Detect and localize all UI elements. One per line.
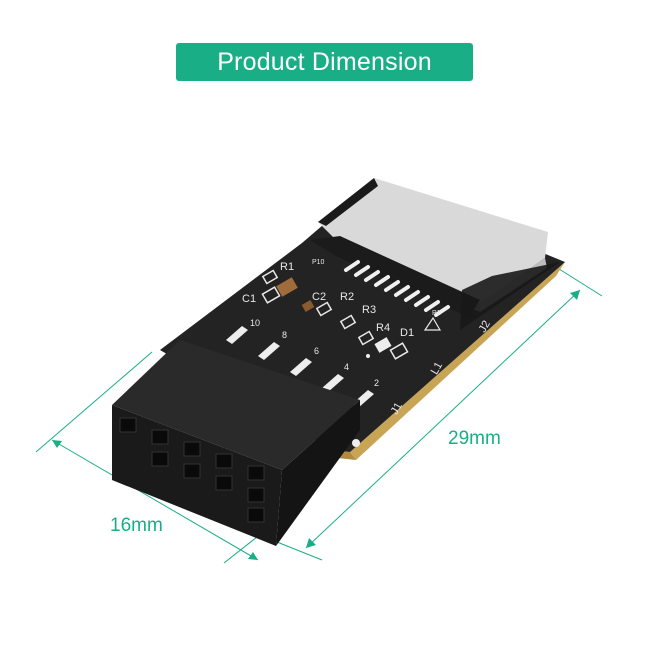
length-dimension-label: 29mm bbox=[448, 428, 501, 449]
smd-components bbox=[261, 269, 409, 447]
pin1-triangle-icon bbox=[423, 316, 442, 331]
label-p10: P10 bbox=[312, 259, 325, 266]
label-r3: R3 bbox=[362, 304, 376, 316]
arrow-head-icon bbox=[306, 538, 316, 548]
page-title: Product Dimension bbox=[217, 47, 432, 76]
label-l1: L1 bbox=[429, 360, 446, 377]
label-r2: R2 bbox=[340, 291, 354, 303]
label-pin-4: 4 bbox=[344, 362, 349, 372]
label-pin-6: 6 bbox=[314, 346, 319, 356]
label-j1: J1 bbox=[389, 401, 405, 417]
label-c2: C2 bbox=[312, 291, 326, 303]
label-j2: J2 bbox=[477, 319, 493, 335]
label-r1: R1 bbox=[280, 261, 294, 273]
label-p1: P1 bbox=[432, 310, 441, 317]
label-pin-8: 8 bbox=[282, 330, 287, 340]
arrow-head-icon bbox=[570, 290, 580, 300]
title-badge: Product Dimension bbox=[176, 43, 473, 81]
label-d1: D1 bbox=[400, 327, 414, 339]
header-pins bbox=[226, 326, 374, 408]
fpc-connector-shield bbox=[318, 178, 548, 304]
pin-header-connector bbox=[112, 340, 360, 546]
label-pin-2: 2 bbox=[374, 378, 379, 388]
arrow-head-icon bbox=[52, 440, 62, 448]
label-r4: R4 bbox=[376, 322, 390, 334]
fpc-pins bbox=[344, 260, 450, 317]
width-dimension-label: 16mm bbox=[110, 515, 163, 536]
label-pin-10: 10 bbox=[250, 318, 260, 328]
label-c1: C1 bbox=[242, 293, 256, 305]
silkscreen-labels: R1 C1 C2 R2 R3 R4 D1 L1 J1 J2 10 8 6 4 2… bbox=[242, 259, 493, 417]
arrow-head-icon bbox=[248, 552, 258, 560]
